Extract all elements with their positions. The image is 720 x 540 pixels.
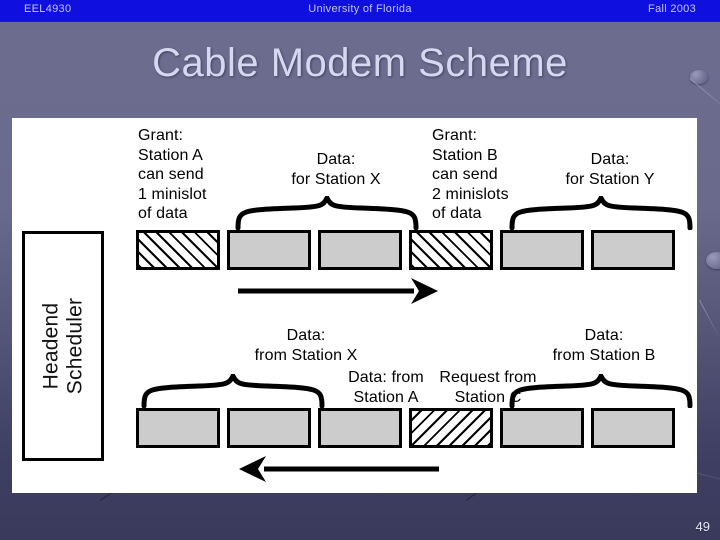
downstream-slot-1[interactable] [136, 230, 220, 270]
brace-data-from-station-x [141, 374, 325, 408]
label-data-for-station-y: Data: for Station Y [565, 151, 655, 188]
slide-title: Cable Modem Scheme [152, 41, 568, 85]
label-data-from-station-a: Data: from Station A [348, 369, 424, 406]
brace-data-for-station-x [235, 196, 419, 230]
downstream-arrow [238, 278, 438, 304]
upstream-arrow [239, 456, 439, 482]
upstream-slot-4[interactable] [409, 408, 493, 448]
label-data-from-station-b: Data: from Station B [552, 327, 656, 364]
upstream-slot-3[interactable] [318, 408, 402, 448]
label-grant-station-b: Grant: Station B can send 2 minislots of… [432, 127, 509, 223]
label-data-from-station-x: Data: from Station X [254, 327, 358, 364]
upstream-slot-6[interactable] [591, 408, 675, 448]
brace-data-for-station-y [509, 196, 693, 230]
downstream-slot-2[interactable] [227, 230, 311, 270]
course-code-label: EEL4930 [24, 3, 72, 15]
headend-line1: Headend [39, 302, 63, 390]
downstream-slot-5[interactable] [500, 230, 584, 270]
term-label: Fall 2003 [648, 3, 696, 15]
downstream-slot-6[interactable] [591, 230, 675, 270]
label-grant-station-a: Grant: Station A can send 1 minislot of … [138, 127, 207, 223]
headend-line2: Scheduler [63, 297, 86, 395]
upstream-slot-2[interactable] [227, 408, 311, 448]
brace-data-from-station-b [509, 374, 693, 408]
upstream-slot-5[interactable] [500, 408, 584, 448]
downstream-slot-4[interactable] [409, 230, 493, 270]
slide-number: 49 [695, 519, 710, 534]
institution-label: University of Florida [308, 3, 412, 15]
label-data-for-station-x: Data: for Station X [291, 151, 381, 188]
upstream-slot-1[interactable] [136, 408, 220, 448]
downstream-slot-3[interactable] [318, 230, 402, 270]
slide-header-banner: EEL4930 University of Florida Fall 2003 [0, 0, 720, 22]
